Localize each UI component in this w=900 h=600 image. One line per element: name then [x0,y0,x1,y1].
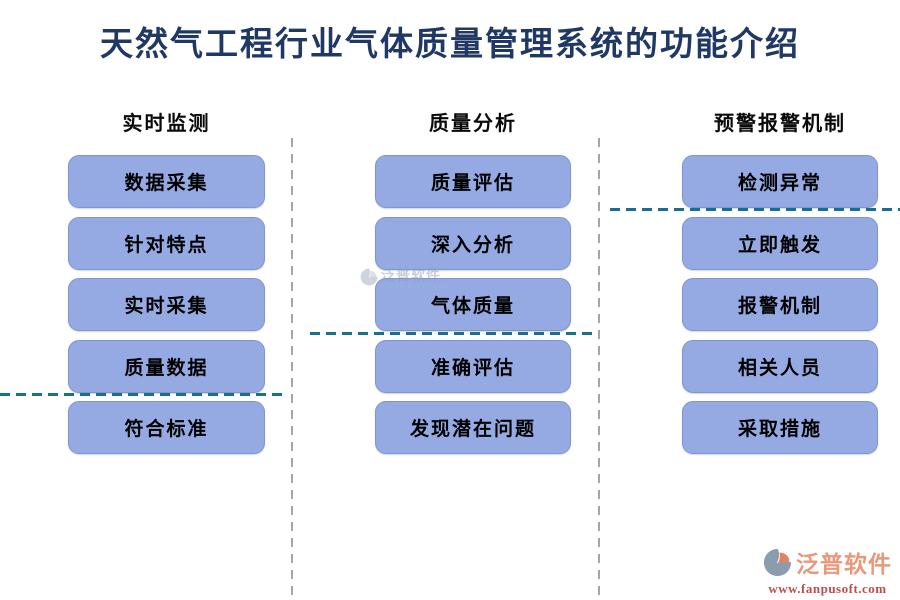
teal-dashed-line [610,208,900,211]
function-box[interactable]: 质量评估 [375,155,571,208]
function-box[interactable]: 相关人员 [682,339,878,393]
teal-dashed-line [0,393,285,396]
column-header-quality-analysis: 质量分析 [429,113,517,135]
function-box[interactable]: 气体质量 [375,278,571,331]
page-title: 天然气工程行业气体质量管理系统的功能介绍 [100,27,800,63]
function-box[interactable]: 准确评估 [375,339,571,393]
brand-logo-icon [763,548,792,582]
teal-dashed-line [310,332,593,335]
function-column-quality-analysis: 质量评估 深入分析 气体质量 准确评估 发现潜在问题 [375,155,571,454]
function-box[interactable]: 报警机制 [682,278,878,331]
function-box[interactable]: 深入分析 [375,216,571,270]
brand-logo: 泛普软件 www.fanpusoft.com [763,548,892,596]
brand-website-link[interactable]: www.fanpusoft.com [768,580,887,596]
function-box[interactable]: 立即触发 [682,216,878,270]
function-box[interactable]: 实时采集 [68,278,265,331]
function-box[interactable]: 质量数据 [68,339,265,393]
function-column-alert-mechanism: 检测异常 立即触发 报警机制 相关人员 采取措施 [682,155,878,454]
function-box[interactable]: 采取措施 [682,401,878,454]
function-box[interactable]: 数据采集 [68,155,265,208]
function-box[interactable]: 针对特点 [68,216,265,270]
function-column-realtime-monitoring: 数据采集 针对特点 实时采集 质量数据 符合标准 [68,155,265,454]
column-header-realtime-monitoring: 实时监测 [122,113,211,135]
vertical-dashed-separator [598,138,600,600]
function-box[interactable]: 检测异常 [682,155,878,208]
brand-name: 泛普软件 [796,552,892,578]
function-box[interactable]: 符合标准 [68,401,265,454]
column-header-alert-mechanism: 预警报警机制 [714,113,846,135]
function-box[interactable]: 发现潜在问题 [375,401,571,454]
vertical-dashed-separator [291,138,293,600]
